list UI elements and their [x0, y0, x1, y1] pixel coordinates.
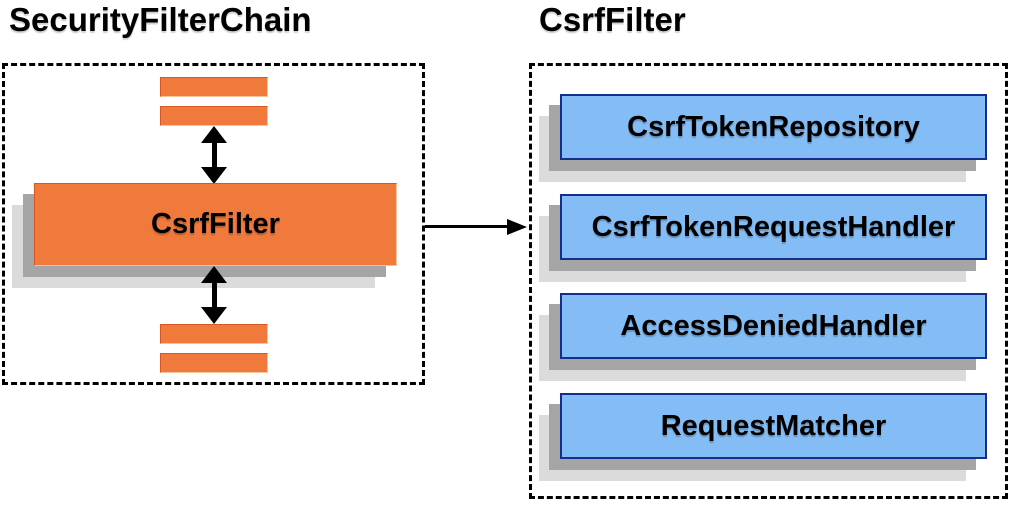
bidirectional-arrow-bottom: [201, 266, 227, 324]
component-box-csrf-token-request-handler: CsrfTokenRequestHandler: [560, 194, 987, 260]
arrow-up-head-icon: [201, 126, 227, 143]
arrow-down-head-icon: [201, 167, 227, 184]
csrf-filter-node: CsrfFilter: [34, 183, 397, 266]
flow-arrow: [425, 219, 527, 235]
security-filter-chain-title: SecurityFilterChain: [9, 1, 312, 38]
component-label: CsrfTokenRepository: [627, 110, 920, 143]
arrow-down-head-icon: [201, 307, 227, 324]
arrow-shaft: [211, 283, 217, 307]
csrf-filter-container: [529, 63, 1008, 499]
component-label: AccessDeniedHandler: [620, 309, 927, 342]
arrow-up-head-icon: [201, 266, 227, 283]
filter-placeholder-bar-top-1: [160, 77, 268, 97]
bidirectional-arrow-top: [201, 126, 227, 184]
component-box-csrf-token-repository: CsrfTokenRepository: [560, 94, 987, 160]
arrow-right-head-icon: [507, 219, 527, 235]
component-label: CsrfTokenRequestHandler: [591, 210, 956, 243]
csrf-filter-node-label: CsrfFilter: [151, 208, 280, 240]
arrow-shaft: [425, 225, 511, 228]
component-label: RequestMatcher: [660, 409, 887, 442]
component-box-access-denied-handler: AccessDeniedHandler: [560, 293, 987, 359]
csrf-filter-title: CsrfFilter: [539, 1, 686, 38]
arrow-shaft: [211, 143, 217, 167]
filter-placeholder-bar-top-2: [160, 106, 268, 126]
security-filter-chain-container: [2, 63, 425, 385]
component-box-request-matcher: RequestMatcher: [560, 393, 987, 459]
filter-placeholder-bar-bottom-1: [160, 324, 268, 344]
filter-placeholder-bar-bottom-2: [160, 353, 268, 373]
